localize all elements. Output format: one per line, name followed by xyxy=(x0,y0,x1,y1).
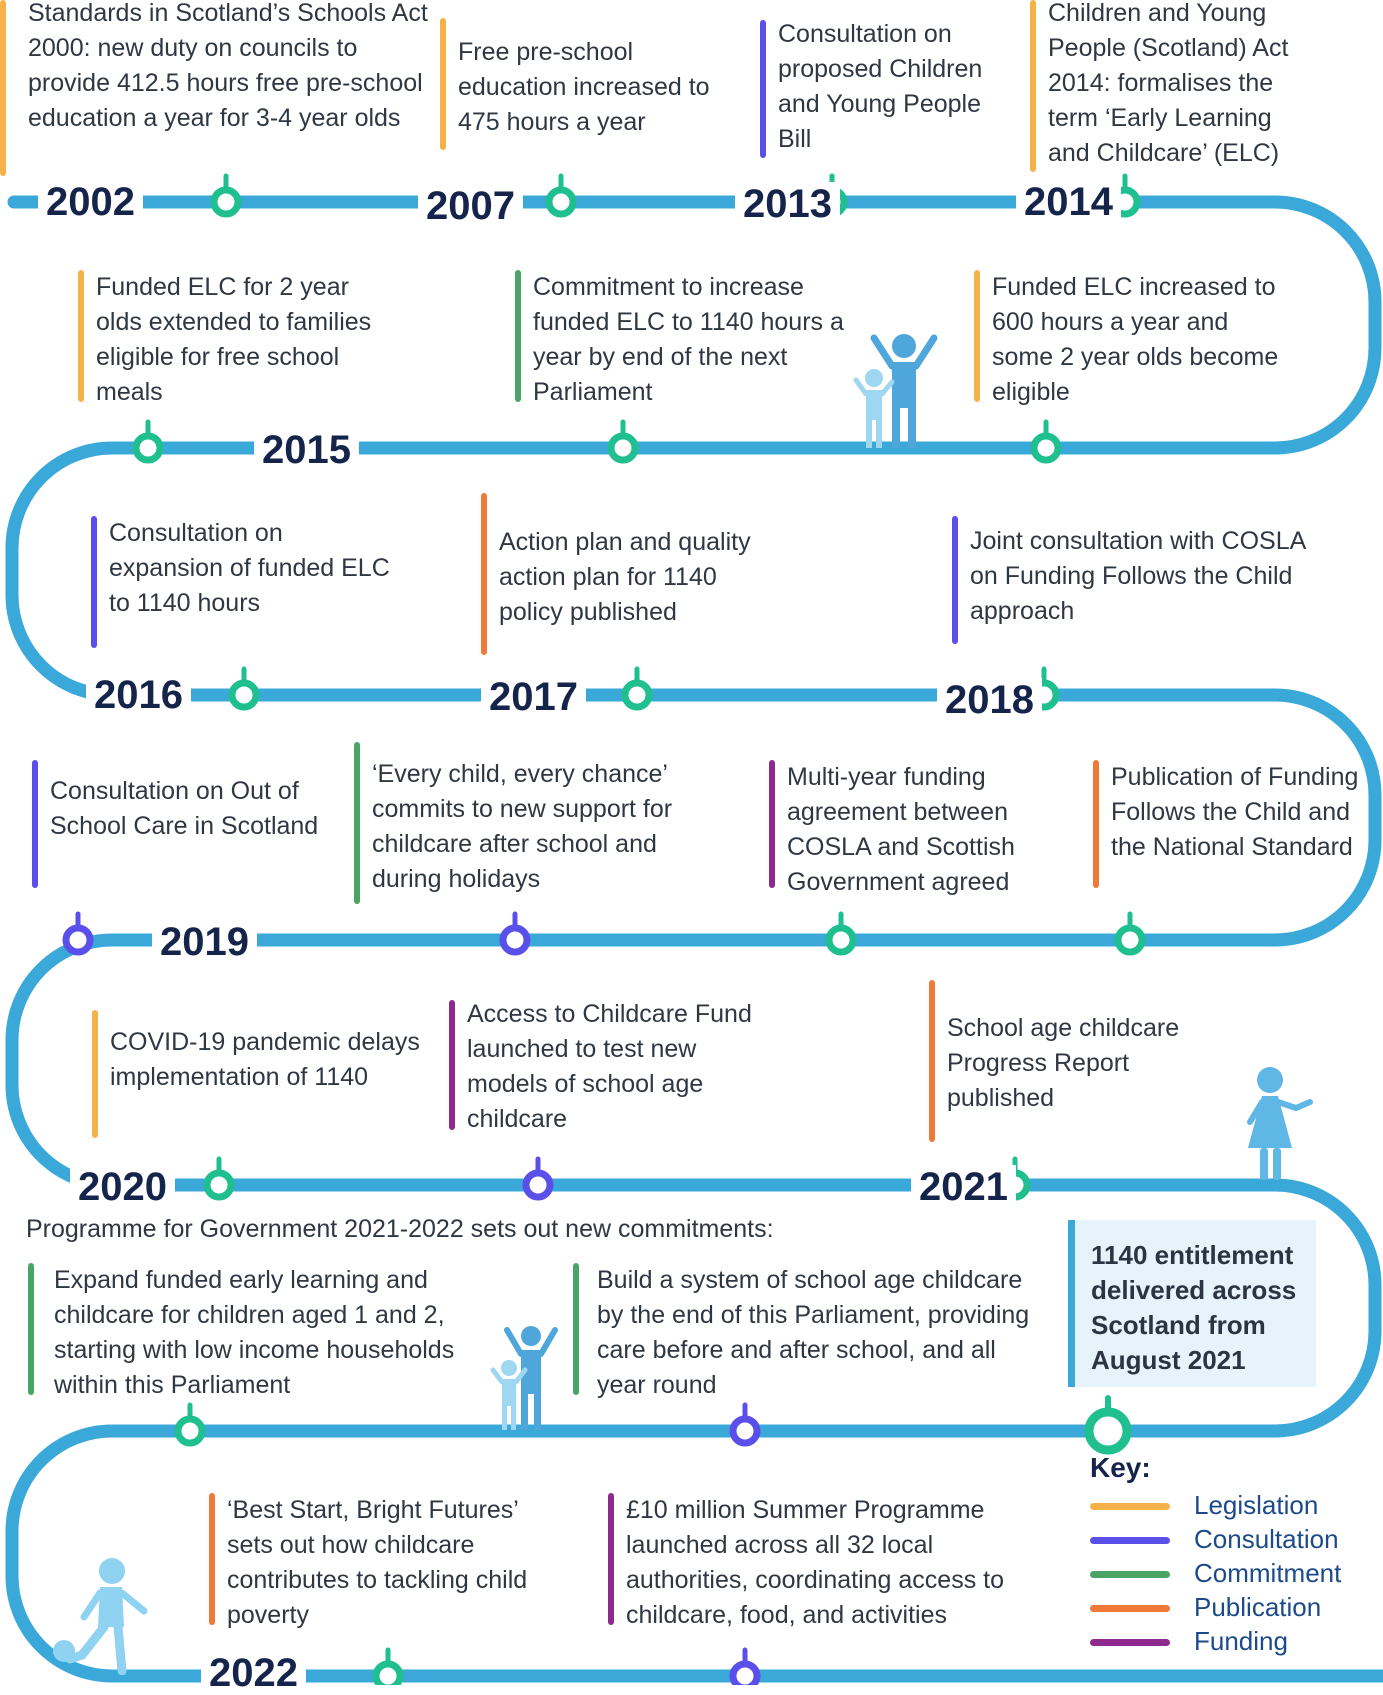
legislation-category-bar xyxy=(440,18,446,150)
event-2018: Joint consultation with COSLA on Funding… xyxy=(952,516,1322,644)
consultation-category-bar xyxy=(91,516,97,648)
event-2014: Children and Young People (Scotland) Act… xyxy=(1030,0,1320,172)
funding-category-bar xyxy=(449,1000,455,1130)
event-2017: Action plan and quality action plan for … xyxy=(481,493,781,655)
children-cheering-icon xyxy=(853,334,938,448)
event-pfg-a: Expand funded early learning and childca… xyxy=(28,1263,478,1399)
publication-swatch xyxy=(1090,1605,1170,1612)
year-label-2017: 2017 xyxy=(481,675,586,719)
legend-item-commitment: Commitment xyxy=(1090,1556,1341,1590)
commitment-swatch xyxy=(1090,1571,1170,1578)
timeline-node-event-5 xyxy=(607,419,639,464)
timeline-path xyxy=(5,195,1383,1683)
timeline-node-event-13 xyxy=(1114,911,1146,956)
consultation-swatch xyxy=(1090,1537,1170,1544)
entitlement-callout: 1140 entitlement delivered across Scotla… xyxy=(1068,1220,1316,1387)
legend-item-legislation: Legislation xyxy=(1090,1488,1318,1522)
timeline-node-event-7 xyxy=(228,666,260,711)
event-2013: Consultation on proposed Children and Yo… xyxy=(760,20,1000,158)
commitment-category-bar xyxy=(28,1263,34,1395)
event-2022-b: £10 million Summer Programme launched ac… xyxy=(608,1493,1038,1629)
event-2007: Free pre-school education increased to 4… xyxy=(440,18,730,150)
girl-waving-icon xyxy=(1247,1067,1313,1180)
timeline-node-event-17 xyxy=(174,1402,206,1447)
event-2019-c: Multi-year funding agreement between COS… xyxy=(769,760,1069,896)
year-label-2020: 2020 xyxy=(70,1165,175,1209)
children-cheering-icon xyxy=(490,1326,558,1430)
funding-swatch xyxy=(1090,1639,1170,1646)
timeline-node-event-4 xyxy=(132,419,164,464)
consultation-category-bar xyxy=(952,516,958,644)
event-2015-c: Funded ELC increased to 600 hours a year… xyxy=(974,270,1284,406)
year-label-2007: 2007 xyxy=(418,184,523,228)
timeline-node-event-20 xyxy=(729,1647,761,1685)
year-label-2013: 2013 xyxy=(735,182,840,226)
event-2019-d: Publication of Funding Follows the Child… xyxy=(1093,760,1383,888)
event-2002: Standards in Scotland’s Schools Act 2000… xyxy=(0,0,430,176)
publication-category-bar xyxy=(209,1493,215,1625)
year-label-2002: 2002 xyxy=(38,180,143,224)
timeline-node-callout xyxy=(1084,1395,1132,1455)
event-2021: School age childcare Progress Report pub… xyxy=(929,980,1219,1142)
funding-category-bar xyxy=(608,1493,614,1625)
legislation-category-bar xyxy=(0,0,6,176)
timeline-node-event-14 xyxy=(203,1156,235,1201)
event-2019-a: Consultation on Out of School Care in Sc… xyxy=(32,760,332,888)
legend-item-publication: Publication xyxy=(1090,1590,1321,1624)
year-label-2019: 2019 xyxy=(152,920,257,964)
legend-label: Consultation xyxy=(1194,1524,1339,1554)
timeline-node-event-1 xyxy=(545,173,577,218)
timeline-node-event-19 xyxy=(372,1647,404,1685)
timeline-node-event-10 xyxy=(62,911,94,956)
event-2016: Consultation on expansion of funded ELC … xyxy=(91,516,391,648)
year-label-2014: 2014 xyxy=(1016,180,1121,224)
year-label-2021: 2021 xyxy=(911,1165,1016,1209)
pfg-heading: Programme for Government 2021-2022 sets … xyxy=(26,1215,774,1243)
event-2019-b: ‘Every child, every chance’ commits to n… xyxy=(354,742,724,904)
timeline-node-event-15 xyxy=(522,1156,554,1201)
consultation-category-bar xyxy=(760,20,766,158)
timeline-node-event-8 xyxy=(621,666,653,711)
year-label-2016: 2016 xyxy=(86,673,191,717)
legend-label: Funding xyxy=(1194,1626,1288,1656)
commitment-category-bar xyxy=(354,742,360,904)
legislation-category-bar xyxy=(1030,0,1036,172)
legislation-category-bar xyxy=(78,270,84,402)
legend-title: Key: xyxy=(1090,1452,1151,1483)
event-2020-a: COVID-19 pandemic delays implementation … xyxy=(92,1010,422,1138)
timeline-node-event-11 xyxy=(499,911,531,956)
legislation-swatch xyxy=(1090,1503,1170,1510)
legend: Key: Legislation Consultation Commitment… xyxy=(1090,1452,1341,1658)
timeline-node-event-6 xyxy=(1030,419,1062,464)
funding-category-bar xyxy=(769,760,775,888)
year-label-2022: 2022 xyxy=(201,1651,306,1695)
event-2022-a: ‘Best Start, Bright Futures’ sets out ho… xyxy=(209,1493,539,1629)
commitment-category-bar xyxy=(515,270,521,402)
publication-category-bar xyxy=(929,980,935,1142)
publication-category-bar xyxy=(1093,760,1099,888)
legislation-category-bar xyxy=(92,1010,98,1138)
event-2015-a: Funded ELC for 2 year olds extended to f… xyxy=(78,270,398,406)
commitment-category-bar xyxy=(573,1263,579,1395)
legend-item-consultation: Consultation xyxy=(1090,1522,1339,1556)
event-pfg-b: Build a system of school age childcare b… xyxy=(573,1263,1033,1399)
timeline-node-event-18 xyxy=(729,1402,761,1447)
timeline-node-event-12 xyxy=(825,911,857,956)
legislation-category-bar xyxy=(974,270,980,402)
child-kicking-ball-icon xyxy=(53,1558,148,1675)
consultation-category-bar xyxy=(32,760,38,888)
publication-category-bar xyxy=(481,493,487,655)
legend-label: Publication xyxy=(1194,1592,1322,1622)
event-2020-b: Access to Childcare Fund launched to tes… xyxy=(449,1000,779,1133)
timeline-node-event-0 xyxy=(210,173,242,218)
legend-item-funding: Funding xyxy=(1090,1624,1288,1658)
legend-label: Legislation xyxy=(1194,1490,1319,1520)
year-label-2018: 2018 xyxy=(937,678,1042,722)
event-2015-b: Commitment to increase funded ELC to 114… xyxy=(515,270,855,406)
legend-label: Commitment xyxy=(1194,1558,1342,1588)
year-label-2015: 2015 xyxy=(254,428,359,472)
